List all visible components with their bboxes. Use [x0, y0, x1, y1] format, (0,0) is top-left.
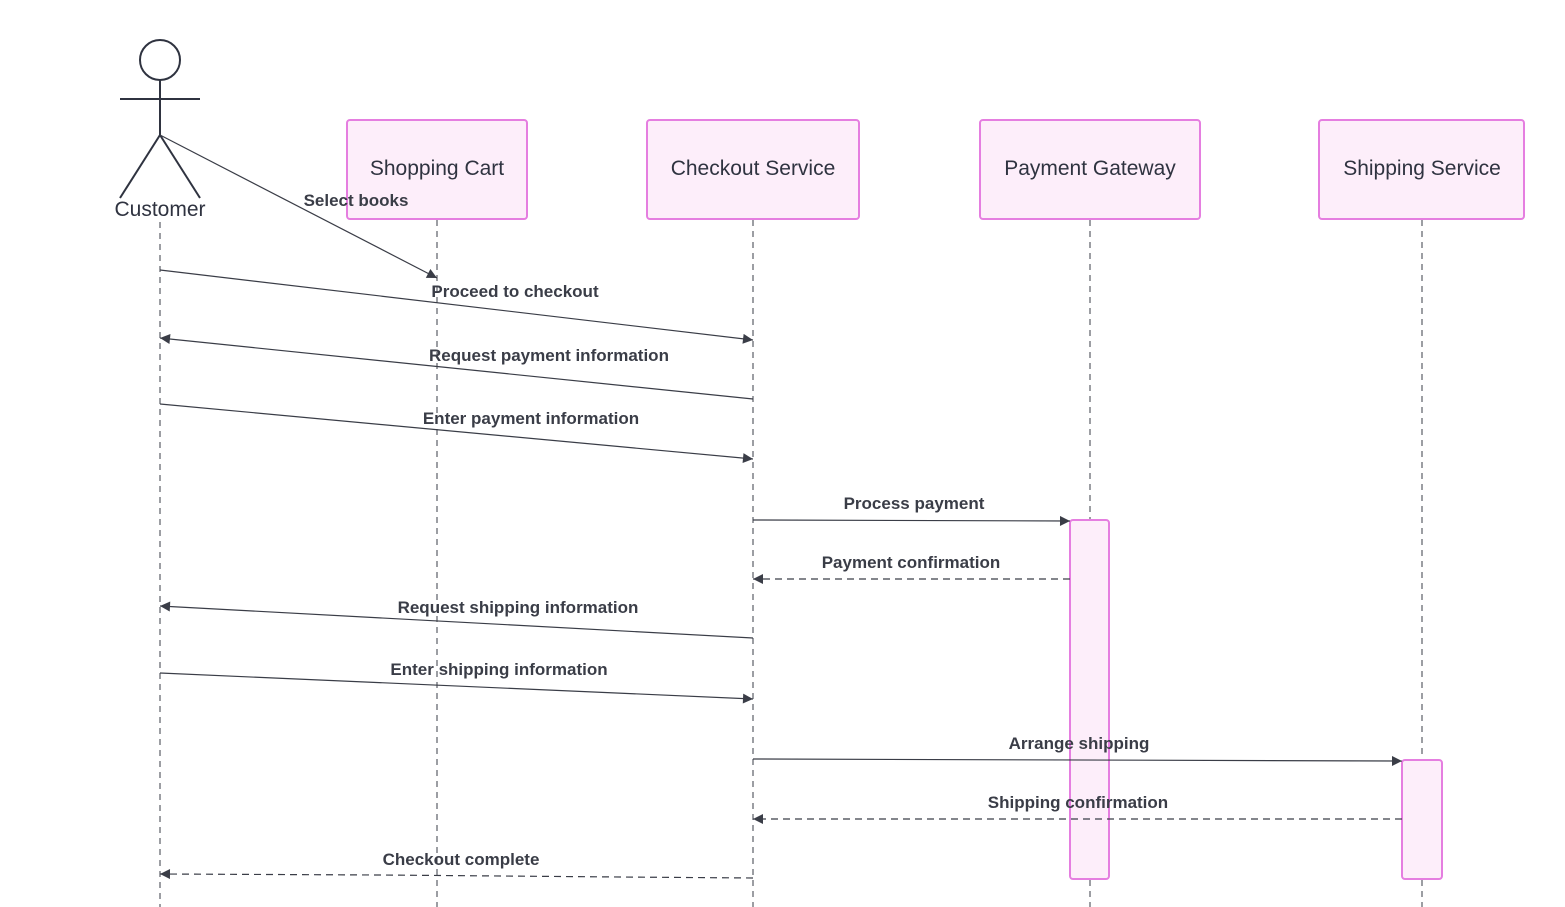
message-arrow [159, 334, 754, 400]
message-label: Arrange shipping [1009, 734, 1150, 753]
message-arrow [159, 269, 754, 344]
activation-payment-gateway [1069, 519, 1110, 880]
participant-label: Shopping Cart [370, 157, 504, 180]
activation-shipping-service [1401, 759, 1443, 880]
message-enter-payment-information[interactable]: Enter payment information [159, 403, 754, 464]
message-arrow [159, 601, 754, 639]
message-arrow [752, 755, 1403, 766]
message-label: Request payment information [429, 346, 669, 365]
participant-box [346, 119, 528, 220]
message-shipping-confirmation[interactable]: Shipping confirmation [753, 793, 1402, 824]
participant-checkout-service[interactable]: Checkout Service [646, 119, 860, 220]
participant-shopping-cart[interactable]: Shopping Cart [346, 119, 528, 220]
message-proceed-to-checkout[interactable]: Proceed to checkout [159, 269, 754, 344]
message-arrow [159, 403, 754, 464]
participant-payment-gateway[interactable]: Payment Gateway [979, 119, 1201, 220]
participant-shipping-service[interactable]: Shipping Service [1318, 119, 1525, 220]
message-request-shipping-information[interactable]: Request shipping information [159, 598, 754, 639]
message-label: Enter shipping information [390, 660, 607, 679]
message-arrow [159, 672, 754, 704]
message-label: Enter payment information [423, 409, 639, 428]
actor-left-leg [119, 134, 161, 199]
message-arrow [752, 515, 1071, 526]
message-select-books[interactable]: Select books [159, 134, 438, 279]
participant-label: Checkout Service [671, 157, 836, 180]
message-arrow [159, 134, 438, 279]
customer-actor[interactable]: Customer [114, 39, 206, 221]
participant-label: Payment Gateway [1004, 157, 1176, 180]
message-enter-shipping-information[interactable]: Enter shipping information [159, 660, 754, 704]
message-payment-confirmation[interactable]: Payment confirmation [753, 553, 1070, 584]
actor-head [139, 39, 181, 81]
message-label: Process payment [844, 494, 985, 513]
participant-label: Shipping Service [1343, 157, 1501, 180]
message-label: Shipping confirmation [988, 793, 1168, 812]
message-request-payment-information[interactable]: Request payment information [159, 334, 754, 400]
message-label: Checkout complete [383, 850, 540, 869]
actor-right-leg [159, 134, 201, 199]
participant-box [646, 119, 860, 220]
message-label: Proceed to checkout [431, 282, 599, 301]
message-label: Payment confirmation [822, 553, 1001, 572]
message-arrow [159, 869, 754, 880]
message-arrange-shipping[interactable]: Arrange shipping [752, 734, 1403, 766]
message-label: Select books [304, 191, 409, 210]
participant-box [1318, 119, 1525, 220]
message-checkout-complete[interactable]: Checkout complete [159, 850, 754, 880]
message-process-payment[interactable]: Process payment [752, 494, 1071, 526]
participant-box [979, 119, 1201, 220]
actor-label: Customer [114, 198, 205, 221]
message-label: Request shipping information [398, 598, 639, 617]
